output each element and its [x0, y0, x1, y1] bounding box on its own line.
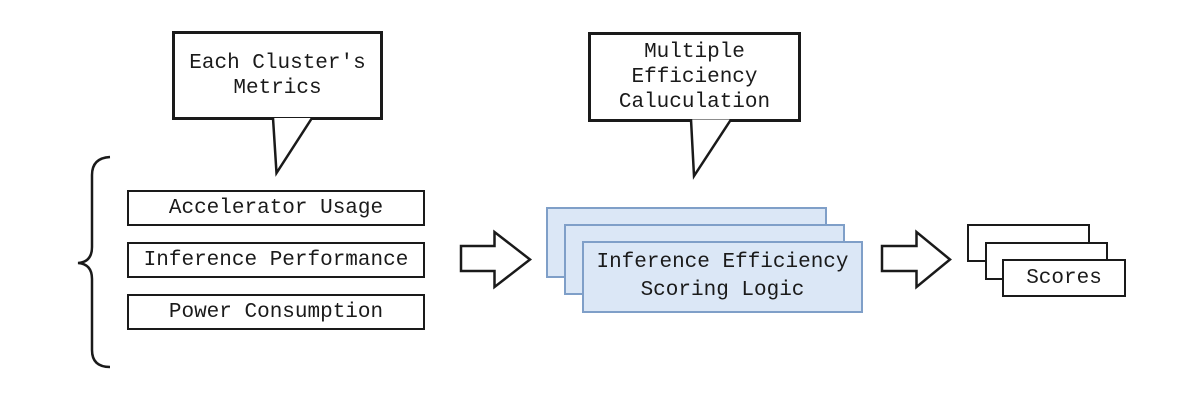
input-box-power-consumption: Power Consumption: [127, 294, 425, 330]
process-box-line: Scoring Logic: [640, 279, 805, 302]
right-arrow-icon: [880, 229, 952, 290]
input-box-label: Power Consumption: [168, 300, 384, 324]
callout-line: Multiple: [644, 40, 745, 64]
callout-line: Metrics: [233, 76, 322, 100]
output-box-scores: Scores: [1002, 259, 1126, 297]
input-box-label: Inference Performance: [143, 248, 409, 272]
callout-multiple-efficiency-calculation: Multiple Efficiency Caluculation: [588, 32, 801, 122]
process-box-line: Inference Efficiency: [596, 251, 849, 274]
callout-line: Each Cluster's: [189, 51, 366, 75]
left-curly-brace-icon: [77, 155, 111, 369]
callout-line: Efficiency: [631, 65, 758, 89]
input-box-inference-performance: Inference Performance: [127, 242, 425, 278]
process-box-scoring-logic: Inference Efficiency Scoring Logic: [582, 241, 863, 313]
input-box-accelerator-usage: Accelerator Usage: [127, 190, 425, 226]
callout-tail-icon: [689, 118, 733, 180]
right-arrow-icon: [459, 229, 533, 290]
input-box-label: Accelerator Usage: [168, 196, 384, 220]
callout-each-clusters-metrics: Each Cluster's Metrics: [172, 31, 383, 120]
callout-tail-icon: [271, 117, 314, 177]
output-box-label: Scores: [1026, 266, 1102, 290]
callout-line: Caluculation: [618, 90, 771, 114]
